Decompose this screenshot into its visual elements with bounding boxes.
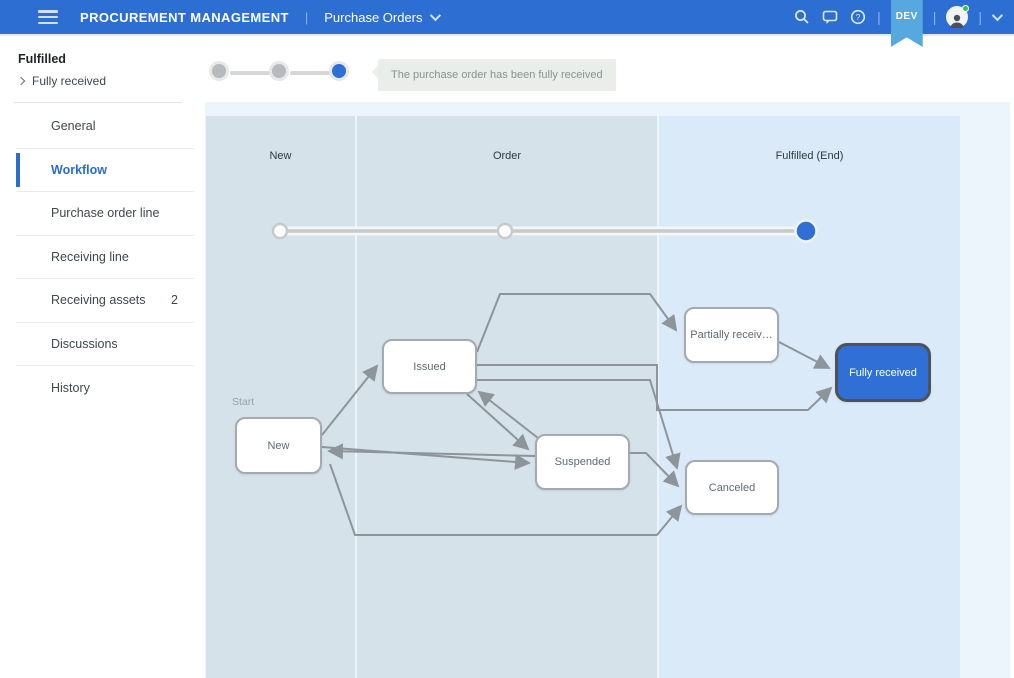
search-icon[interactable]	[793, 8, 811, 26]
menu-icon[interactable]	[38, 10, 58, 24]
status-stepper: The purchase order has been fully receiv…	[196, 38, 1014, 98]
avatar[interactable]	[946, 6, 968, 28]
svg-text:?: ?	[856, 12, 861, 22]
count-badge: 2	[171, 293, 178, 307]
record-status-title: Fulfilled	[18, 52, 196, 66]
sidebar-item-workflow[interactable]: Workflow	[16, 149, 194, 193]
progress-dot-order	[498, 224, 512, 238]
stepper-step-order[interactable]	[269, 61, 289, 81]
sidebar-item-label: History	[51, 381, 90, 395]
topbar-divider: |	[877, 9, 881, 25]
record-status-subtitle: Fully received	[32, 74, 106, 88]
topbar-divider: |	[933, 9, 937, 25]
sidebar-item-label: Receiving assets	[51, 293, 146, 307]
purchase-orders-dropdown[interactable]: Purchase Orders	[324, 10, 437, 25]
sidebar-item-label: Discussions	[51, 337, 118, 351]
help-icon[interactable]: ?	[849, 8, 867, 26]
sidebar-item-receiving-line[interactable]: Receiving line	[16, 236, 194, 280]
progress-dot-fulfilled	[796, 221, 817, 242]
stepper-step-fulfilled[interactable]	[329, 61, 349, 81]
workflow-node-new[interactable]: New	[235, 417, 322, 474]
stepper-connector	[290, 71, 334, 75]
topbar-divider: |	[978, 9, 982, 25]
workflow-node-fully-received[interactable]: Fully received	[835, 343, 931, 402]
online-status-dot	[962, 5, 969, 12]
sidebar-item-purchase-order-line[interactable]: Purchase order line	[16, 192, 194, 236]
workflow-node-canceled[interactable]: Canceled	[685, 460, 779, 515]
sidebar-item-label: General	[51, 119, 95, 133]
user-menu-chevron-icon[interactable]	[992, 10, 1003, 21]
sidebar-divider	[14, 102, 182, 103]
workflow-node-partially-received[interactable]: Partially receiv…	[684, 307, 779, 363]
workflow-diagram: New Order Fulfilled (End)	[205, 102, 1010, 678]
workflow-node-suspended[interactable]: Suspended	[535, 434, 630, 490]
sidebar-item-label: Workflow	[51, 163, 107, 177]
main-content: The purchase order has been fully receiv…	[196, 38, 1014, 676]
sidebar-item-discussions[interactable]: Discussions	[16, 323, 194, 367]
purchase-orders-label: Purchase Orders	[324, 10, 422, 25]
stepper-connector	[230, 71, 274, 75]
status-tooltip: The purchase order has been fully receiv…	[378, 59, 616, 91]
app-title: PROCUREMENT MANAGEMENT	[80, 10, 289, 25]
chevron-down-icon	[429, 10, 440, 21]
sidebar-item-receiving-assets[interactable]: Receiving assets 2	[16, 279, 194, 323]
title-separator: |	[305, 10, 308, 25]
record-status-expander[interactable]: Fully received	[18, 74, 196, 88]
progress-dot-new	[273, 224, 287, 238]
sidebar-item-general[interactable]: General	[16, 105, 194, 149]
workflow-node-issued[interactable]: Issued	[382, 339, 477, 394]
chevron-right-icon	[17, 77, 25, 85]
top-bar: PROCUREMENT MANAGEMENT | Purchase Orders…	[0, 0, 1014, 36]
sidebar: Fulfilled Fully received General Workflo…	[0, 38, 196, 676]
sidebar-item-label: Receiving line	[51, 250, 129, 264]
sidebar-item-label: Purchase order line	[51, 206, 159, 220]
start-label: Start	[232, 396, 254, 408]
stepper-step-new[interactable]	[209, 61, 229, 81]
chat-icon[interactable]	[821, 8, 839, 26]
sidebar-item-history[interactable]: History	[16, 366, 194, 410]
